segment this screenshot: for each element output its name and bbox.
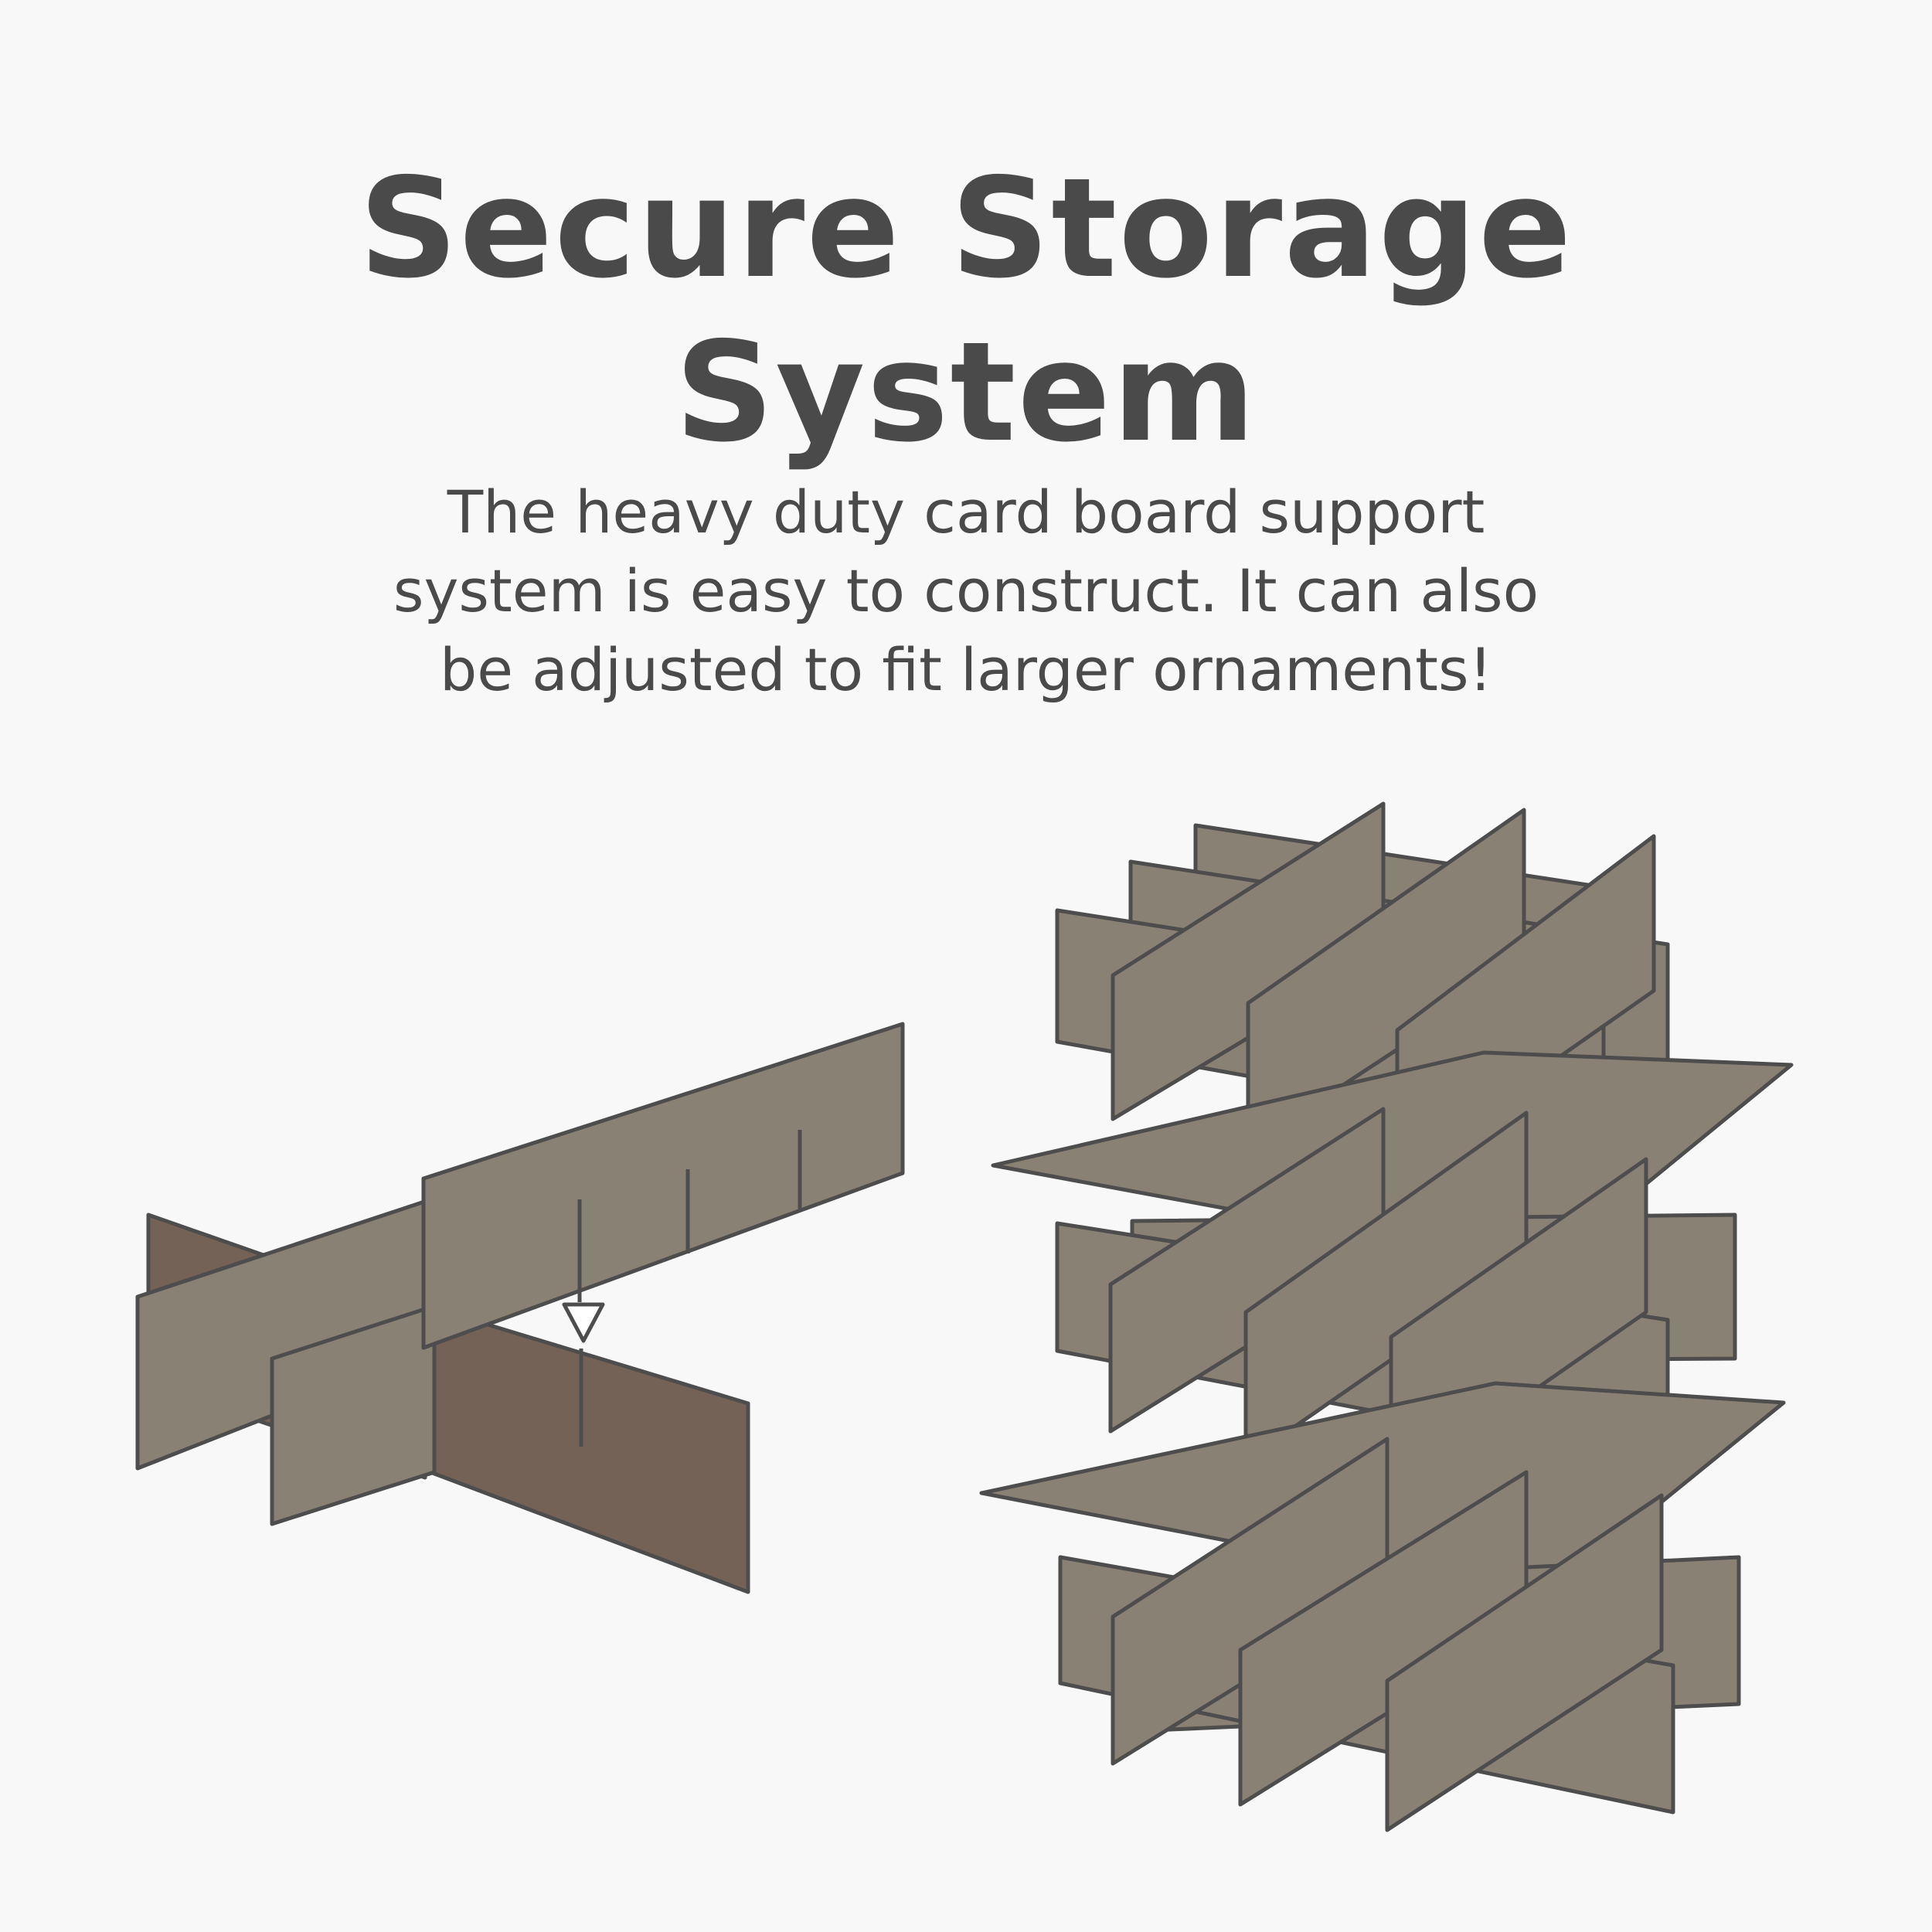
title-line-1: Secure Storage [359,148,1573,308]
description: The heavy duty card board support system… [348,473,1584,709]
description-line-1: The heavy duty card board support [447,478,1485,546]
title-line-2: System [675,312,1257,472]
front-divider-panel [270,1304,437,1526]
top-divider-panel [421,1022,905,1350]
description-line-3: be adjusted to fit larger ornaments! [439,635,1493,704]
description-line-2: system is easy to construct. It can also [393,556,1539,625]
grid-layer-bottom [1058,1437,1741,1832]
divider-assembly [135,1022,905,1594]
down-arrow-icon [562,1302,605,1343]
page-title: Secure Storage System [0,147,1932,474]
